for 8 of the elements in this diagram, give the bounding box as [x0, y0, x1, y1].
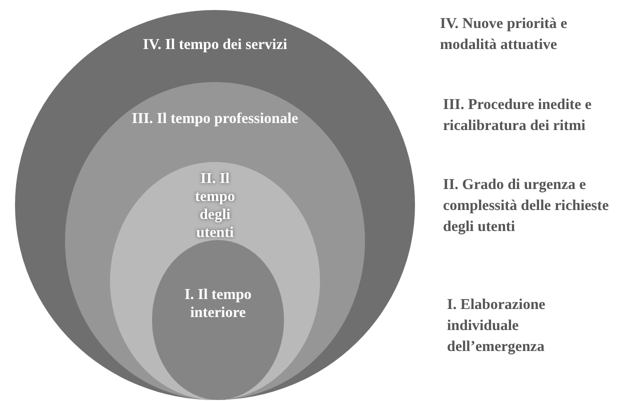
circle-title: IV. Il tempo dei servizi [142, 36, 288, 54]
circle-title: I. Il tempo interiore [183, 286, 253, 322]
side-note: II. Grado di urgenza e complessità delle richieste degli utenti [443, 176, 610, 237]
circle-title: III. Il tempo professionale [130, 110, 300, 128]
circle-title: II. Il tempo degli utenti [194, 170, 236, 242]
side-note: IV. Nuove priorità e modalità attuative [440, 15, 568, 55]
side-note: I. Elaborazione individuale dell’emergenza [447, 296, 546, 357]
side-note: III. Procedure inedite e ricalibratura dei ritmi [443, 96, 593, 136]
